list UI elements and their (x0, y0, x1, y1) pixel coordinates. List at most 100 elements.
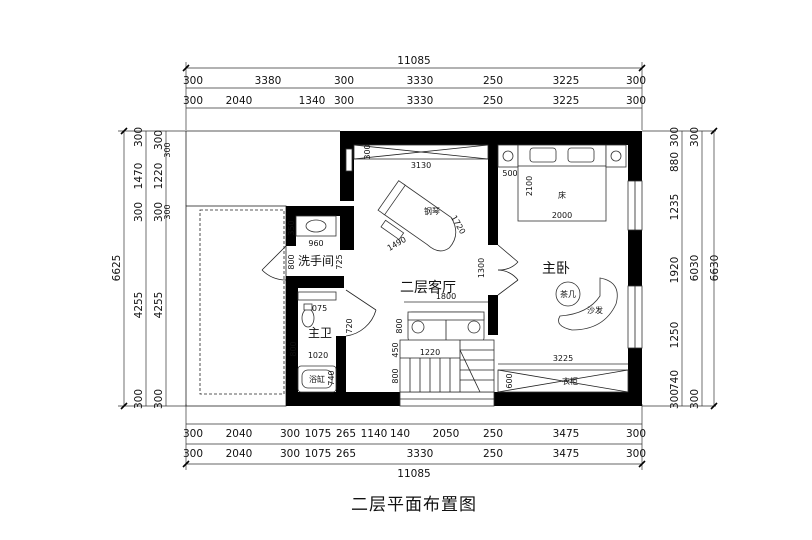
dim-800-wash: 800 (287, 254, 296, 269)
dim-1300: 1300 (477, 258, 486, 278)
sofa-living: 1800 800 (395, 292, 488, 343)
washroom: 960 350 洗手间 800 725 (287, 215, 344, 270)
bottom-dim-2-6: 3330 (407, 448, 434, 460)
bottom-dim-2-5: 265 (336, 448, 356, 460)
bed-label: 床 (558, 190, 566, 200)
bottom-dim-1-2: 2040 (226, 428, 253, 440)
walls (286, 131, 642, 406)
terrace-area (185, 130, 340, 407)
right-dim-1-1: 300 (669, 127, 681, 147)
dim-1490: 1490 (386, 235, 408, 253)
dim-350: 350 (287, 220, 296, 235)
bathtub-label: 浴缸 (309, 374, 325, 384)
dim-800-sofa: 800 (395, 318, 404, 333)
top-dim-2-8: 300 (626, 95, 646, 107)
bottom-dim-1-3: 300 (280, 428, 300, 440)
bottom-dim-2-9: 300 (626, 448, 646, 460)
dim-3225: 3225 (553, 354, 573, 363)
right-total-dim: 6630 (709, 255, 721, 282)
right-dim-2-3: 300 (689, 389, 701, 409)
right-dim-2-2: 6030 (689, 255, 701, 282)
top-dim-2-4: 300 (334, 95, 354, 107)
top-dim-1-1: 300 (183, 75, 203, 87)
right-dim-1-2: 880 (669, 152, 681, 172)
left-dim-1-3: 300 (133, 202, 145, 222)
left-dim-2-1: 300 (153, 130, 165, 150)
dim-1020: 1020 (308, 351, 328, 360)
bottom-dim-1-6: 1140 (361, 428, 388, 440)
dim-2100: 2100 (525, 176, 534, 196)
living-room-furniture: 3130 300 钢琴 1490 1720 二层客厅 1300 1800 800 (345, 144, 495, 393)
bottom-dim-1-11: 300 (626, 428, 646, 440)
staircase: 1220 450 800 (391, 339, 495, 393)
dim-300-top: 300 (363, 144, 372, 159)
doors (261, 244, 519, 337)
bottom-dim-2-2: 2040 (226, 448, 253, 460)
room-washroom-label: 洗手间 (298, 254, 334, 268)
bottom-dim-1-10: 3475 (553, 428, 580, 440)
dim-2000: 2000 (552, 211, 572, 220)
tea-table-label: 茶几 (560, 289, 576, 299)
top-dim-1-6: 3225 (553, 75, 580, 87)
dim-500: 500 (502, 169, 517, 178)
bottom-dim-2-7: 250 (483, 448, 503, 460)
room-master-bath-label: 主卫 (308, 326, 332, 340)
wardrobe-label: 衣柜 (562, 376, 578, 386)
dim-1220: 1220 (420, 348, 440, 357)
dim-450: 450 (391, 342, 400, 357)
top-dim-2-5: 3330 (407, 95, 434, 107)
dim-720: 720 (345, 318, 354, 333)
dim-740: 740 (327, 370, 336, 385)
bottom-total-dim: 11085 (397, 468, 430, 480)
top-dim-1-2: 3380 (255, 75, 282, 87)
top-dim-1-3: 300 (334, 75, 354, 87)
bottom-dimensions: 300 2040 300 1075 265 1140 140 2050 250 … (182, 404, 646, 480)
room-master-bed-label: 主卧 (542, 261, 570, 277)
dim-800-bath: 800 (289, 341, 298, 356)
dim-1800: 1800 (436, 292, 456, 301)
top-dim-1-4: 3330 (407, 75, 434, 87)
top-dim-1-7: 300 (626, 75, 646, 87)
left-dim-1-5: 300 (133, 389, 145, 409)
left-dim-1-1: 300 (133, 127, 145, 147)
bottom-dim-1-5: 265 (336, 428, 356, 440)
dim-3130: 3130 (411, 161, 431, 170)
dim-800-stair: 800 (391, 368, 400, 383)
master-bath: 1075 主卫 720 1020 浴缸 740 800 (289, 291, 354, 393)
top-dim-2-2: 2040 (226, 95, 253, 107)
top-dimensions: 11085 300 3380 300 3330 250 3225 300 300… (182, 55, 646, 130)
bottom-dim-1-4: 1075 (305, 428, 332, 440)
dim-600: 600 (505, 373, 514, 388)
top-dim-2-1: 300 (183, 95, 203, 107)
right-dim-1-5: 1250 (669, 322, 681, 349)
left-total-dim: 6625 (111, 255, 123, 282)
right-dimensions: 300 880 1235 1920 1250 740 300 300 6030 … (642, 127, 721, 410)
piano-label: 钢琴 (424, 206, 440, 216)
piano (377, 180, 457, 252)
bottom-dim-1-8: 2050 (433, 428, 460, 440)
curved-sofa (558, 277, 618, 331)
left-dim-1-4: 4255 (133, 292, 145, 319)
drawing-title: 二层平面布置图 (351, 495, 477, 515)
dim-960: 960 (308, 239, 323, 248)
left-dim-3-1: 300 (163, 142, 172, 157)
windows (399, 180, 643, 407)
left-dim-2-2: 1220 (153, 163, 165, 190)
left-dim-2-4: 4255 (153, 292, 165, 319)
right-dim-1-4: 1920 (669, 257, 681, 284)
bottom-dim-2-3: 300 (280, 448, 300, 460)
master-bedroom: 500 床 2100 2000 主卧 茶几 沙发 3225 衣柜 600 (497, 144, 629, 393)
bottom-dim-2-1: 300 (183, 448, 203, 460)
left-dimensions: 6625 300 1470 300 4255 300 300 1220 300 … (111, 127, 186, 410)
bed: 床 (517, 144, 607, 222)
right-dim-2-1: 300 (689, 127, 701, 147)
bottom-dim-2-8: 3475 (553, 448, 580, 460)
dim-725: 725 (335, 254, 344, 269)
bottom-dim-1-7: 140 (390, 428, 410, 440)
dim-1075: 1075 (307, 304, 327, 313)
right-dim-1-7: 300 (669, 389, 681, 409)
left-dim-2-3: 300 (153, 202, 165, 222)
bottom-dim-2-4: 1075 (305, 448, 332, 460)
bottom-dim-1-9: 250 (483, 428, 503, 440)
